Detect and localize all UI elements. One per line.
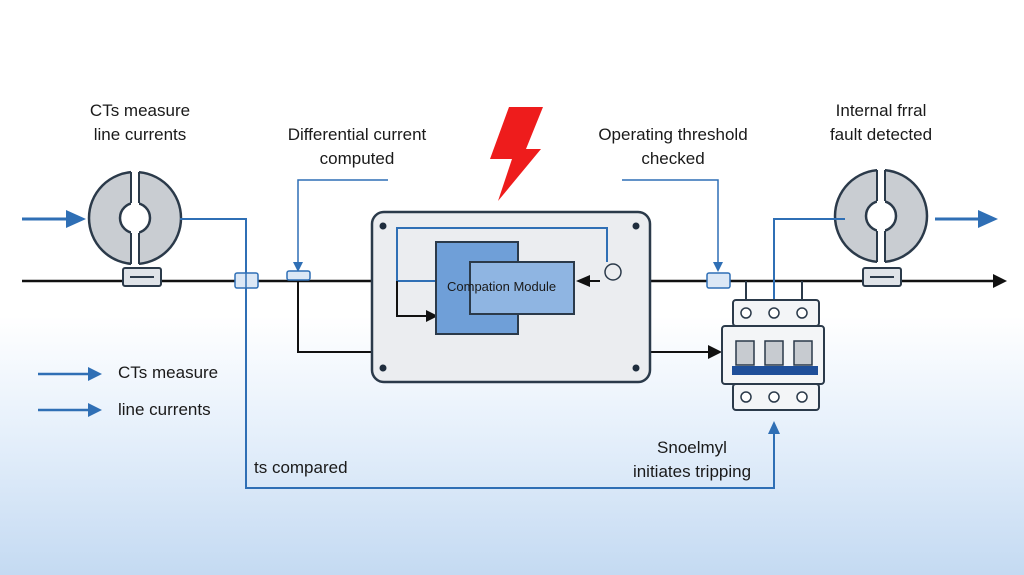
ct-left-label-line-1: CTs measure [89,101,191,120]
main-line-arrow-icon [993,274,1007,288]
fault-label-line-2: fault detected [829,125,933,144]
legend-item-label: CTs measure [118,363,219,382]
threshold-label-line-1: Operating threshold [598,125,748,144]
differential-callout [297,179,388,268]
differential-label-line-2: computed [319,149,395,168]
return-arrow-icon [576,275,590,287]
differential-callout-arrow-icon [293,262,303,272]
threshold-callout [622,179,719,268]
tripping-label-line-2: initiates tripping [632,462,752,481]
threshold-label: Operating threshold checked [578,123,768,171]
right-ct-link [773,218,845,305]
differential-label-line-1: Differential current [287,125,427,144]
sensor-box-3 [706,272,731,289]
panel-wire-left [396,281,428,317]
fault-label-line-1: Internal frral [835,101,927,120]
panel-wire-arrow-icon [426,310,438,322]
module-label: Compation Module [447,279,557,294]
legend-arrow-icon [38,367,102,381]
lower-signal-arrow-icon [708,345,722,359]
threshold-sensor [604,263,622,281]
tripping-label: Snoelmyl initiates tripping [610,436,774,484]
threshold-callout-arrow-icon [713,262,723,272]
legend-arrow-icon [38,403,102,417]
ct-left-label: CTs measure line currents [70,99,210,147]
ct-left-label-line-2: line currents [93,125,187,144]
output-arrow-icon [978,210,998,228]
signal-loop-line [180,218,775,489]
compared-label: ts compared [254,458,348,477]
sensor-box-2 [286,270,311,281]
ct-left-icon [87,170,183,287]
tripping-label-line-1: Snoelmyl [657,438,727,457]
ct-right-icon [833,168,929,287]
comparison-module [435,241,575,335]
lightning-bolt-icon [490,107,543,201]
threshold-label-line-2: checked [641,149,705,168]
fault-label: Internal frral fault detected [806,99,956,147]
panel-wire-top [396,227,608,282]
differential-label: Differential current computed [262,123,452,171]
signal-loop-arrow-icon [768,421,780,434]
input-arrow-icon [66,210,86,228]
legend-item-label: line currents [118,400,211,419]
circuit-breaker-icon [721,281,825,411]
